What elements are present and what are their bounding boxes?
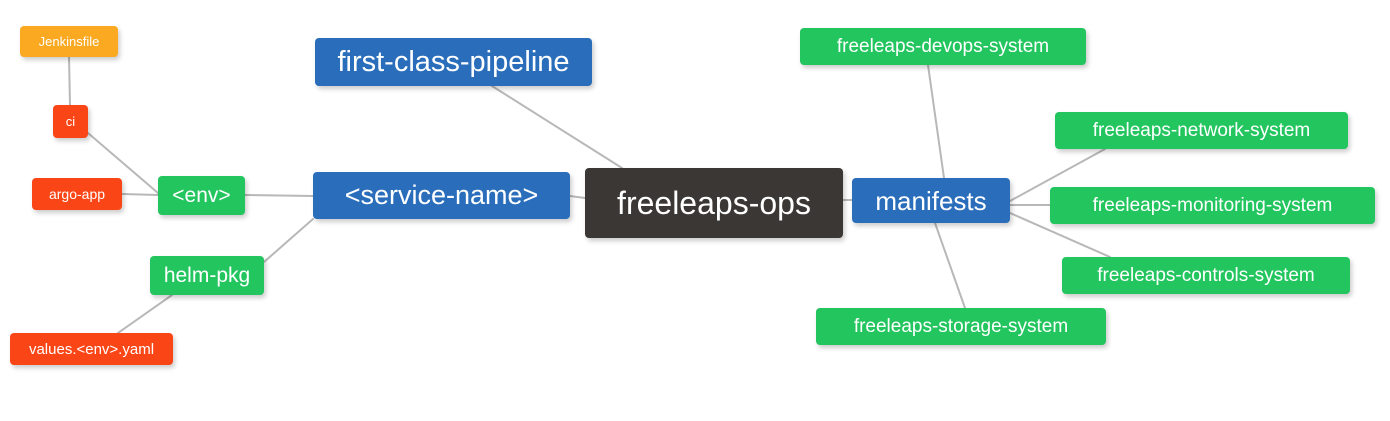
node-label: manifests [875,185,987,216]
edge-manifests-to-network-system [1009,148,1106,202]
node-devops-system[interactable]: freeleaps-devops-system [800,28,1086,65]
node-network-system[interactable]: freeleaps-network-system [1055,112,1348,149]
edge-ci-to-env [87,132,159,194]
edge-first-class-pipeline-to-freeleaps-ops [491,85,623,169]
node-label: freeleaps-monitoring-system [1092,195,1333,216]
edge-manifests-to-storage-system [934,222,966,309]
node-monitoring-system[interactable]: freeleaps-monitoring-system [1050,187,1375,224]
node-jenkinsfile[interactable]: Jenkinsfile [20,26,118,57]
node-label: freeleaps-ops [617,185,811,221]
node-label: ci [65,114,76,129]
node-label: helm-pkg [163,264,251,287]
node-values-yaml[interactable]: values.<env>.yaml [10,333,173,365]
node-service-name[interactable]: <service-name> [313,172,570,219]
edge-argo-app-to-env [121,193,159,196]
edge-service-name-to-freeleaps-ops [569,195,586,199]
node-label: argo-app [48,186,106,202]
node-ci[interactable]: ci [53,105,88,138]
node-label: values.<env>.yaml [28,340,155,358]
node-label: first-class-pipeline [337,45,570,78]
node-argo-app[interactable]: argo-app [32,178,122,210]
node-label: freeleaps-storage-system [853,316,1069,337]
edge-devops-system-to-manifests [927,64,945,179]
edge-manifests-to-controls-system [1009,212,1111,258]
node-first-class-pipeline[interactable]: first-class-pipeline [315,38,592,86]
node-env[interactable]: <env> [158,176,245,215]
node-manifests[interactable]: manifests [852,178,1010,223]
node-label: Jenkinsfile [38,34,100,49]
edge-jenkinsfile-to-ci [68,56,71,106]
edge-env-to-service-name [244,194,314,197]
node-helm-pkg[interactable]: helm-pkg [150,256,264,295]
edge-helm-pkg-to-values-yaml [117,294,173,334]
node-label: freeleaps-controls-system [1097,265,1315,286]
edge-service-name-to-helm-pkg [263,218,314,263]
node-freeleaps-ops[interactable]: freeleaps-ops [585,168,843,238]
node-controls-system[interactable]: freeleaps-controls-system [1062,257,1350,294]
node-storage-system[interactable]: freeleaps-storage-system [816,308,1106,345]
node-label: freeleaps-network-system [1092,120,1311,141]
node-label: <service-name> [344,180,539,210]
node-label: <env> [172,184,231,207]
node-label: freeleaps-devops-system [836,36,1050,57]
